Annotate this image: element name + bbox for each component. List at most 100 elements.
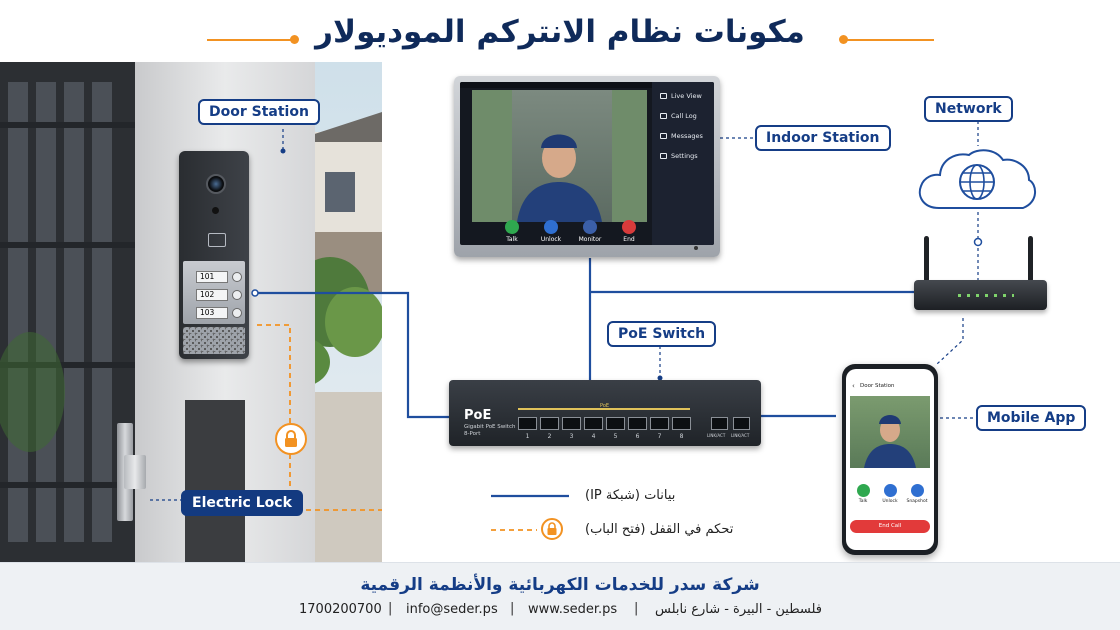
- speaker-grille: [183, 327, 245, 354]
- ethernet-port: [650, 417, 669, 430]
- footer-phone: 1700200700: [299, 602, 382, 617]
- company-name: شركة سدر للخدمات الكهربائية والأنظمة الر…: [360, 575, 760, 595]
- ethernet-port: [540, 417, 559, 430]
- power-led: [694, 246, 698, 250]
- phone-back-icon: ‹: [852, 382, 855, 390]
- call-button-102[interactable]: 102: [196, 289, 228, 301]
- title-dot-left: [290, 35, 299, 44]
- title-dot-right: [839, 35, 848, 44]
- legend-lock-icon: [541, 518, 563, 540]
- label-electric-lock: Electric Lock: [181, 490, 303, 516]
- call-button-101[interactable]: 101: [196, 271, 228, 283]
- phone-action-label: Talk: [858, 499, 868, 504]
- title-rule-left: [207, 39, 294, 41]
- connector-dot: [973, 237, 983, 247]
- menu-item-live-view[interactable]: Live View: [660, 92, 702, 100]
- push-button-icon: [232, 308, 242, 318]
- ethernet-port: [672, 417, 691, 430]
- data-line-door-to-switch: [255, 291, 449, 419]
- menu-item-label: Settings: [671, 152, 698, 160]
- messages-icon: [660, 133, 667, 139]
- video-feed: [472, 90, 647, 222]
- label-network: Network: [924, 96, 1013, 122]
- status-bar: [460, 82, 652, 88]
- uplink-port: [733, 417, 750, 430]
- menu-item-messages[interactable]: Messages: [660, 132, 703, 140]
- footer-address: فلسطين - البيرة - شارع نابلس: [655, 602, 823, 617]
- lock-strike: [124, 455, 146, 489]
- uplink-label: LINK/ACT: [731, 433, 750, 438]
- menu-item-settings[interactable]: Settings: [660, 152, 698, 160]
- smartphone-device: ‹ Door Station Talk Unlock Snapshot End …: [842, 364, 938, 555]
- menu-item-label: Call Log: [671, 112, 697, 120]
- phone-action-unlock[interactable]: Unlock: [880, 484, 900, 504]
- control-label: Unlock: [540, 236, 562, 243]
- door-station-device: 101 102 103: [179, 151, 249, 359]
- phone-video-feed: [850, 396, 930, 468]
- label-door-station: Door Station: [198, 99, 320, 125]
- visitor-image: [472, 90, 647, 222]
- monitor-icon: [583, 220, 597, 234]
- phone-action-talk[interactable]: Talk: [853, 484, 873, 504]
- visitor-image: [864, 415, 916, 468]
- router-device: [914, 280, 1047, 310]
- footer-website[interactable]: www.seder.ps: [528, 602, 618, 617]
- indoor-station-device: Live View Call Log Messages Settings Tal…: [454, 76, 720, 257]
- router-led-bar: [958, 294, 1014, 297]
- phone-action-label: Unlock: [882, 499, 898, 504]
- end-call-button[interactable]: End Call: [850, 520, 930, 533]
- entrance-scene: [0, 62, 382, 562]
- control-monitor[interactable]: Monitor: [570, 220, 610, 243]
- cloud-icon: [918, 149, 1036, 209]
- call-button-103[interactable]: 103: [196, 307, 228, 319]
- menu-item-call-log[interactable]: Call Log: [660, 112, 697, 120]
- footer-separator: |: [510, 601, 515, 616]
- phone-header: Door Station: [860, 383, 895, 389]
- control-end[interactable]: End: [609, 220, 649, 243]
- control-label: Talk: [506, 236, 518, 243]
- footer-email[interactable]: info@seder.ps: [406, 602, 498, 617]
- switch-top-label: PoE: [600, 403, 610, 409]
- port-number: 3: [569, 433, 574, 440]
- camera-lens-icon: [206, 174, 226, 194]
- call-log-icon: [660, 113, 667, 119]
- phone-action-snapshot[interactable]: Snapshot: [905, 484, 929, 504]
- talk-icon: [856, 484, 870, 497]
- connector-dot: [280, 148, 286, 154]
- card-reader-icon: [208, 233, 226, 247]
- port-number: 6: [635, 433, 640, 440]
- ethernet-port: [606, 417, 625, 430]
- unlock-icon: [883, 484, 897, 497]
- title-rule-right: [846, 39, 934, 41]
- label-poe-switch: PoE Switch: [607, 321, 717, 347]
- settings-icon: [660, 153, 667, 159]
- footer: [0, 562, 1120, 630]
- label-indoor-station: Indoor Station: [755, 125, 891, 151]
- indoor-menu: Live View Call Log Messages Settings: [652, 82, 714, 245]
- snapshot-icon: [910, 484, 924, 497]
- ethernet-port: [518, 417, 537, 430]
- menu-item-label: Messages: [671, 132, 703, 140]
- legend-data-text: بيانات (شبكة IP): [585, 488, 676, 503]
- ethernet-port: [562, 417, 581, 430]
- legend-lock-text: تحكم في القفل (فتح الباب): [585, 522, 734, 537]
- call-button-label: 102: [200, 290, 215, 299]
- switch-ports-label: 8-Port: [464, 431, 481, 437]
- unlock-icon: [544, 220, 558, 234]
- control-label: Monitor: [578, 236, 602, 243]
- ethernet-port: [628, 417, 647, 430]
- control-label: End: [623, 236, 635, 243]
- control-unlock[interactable]: Unlock: [531, 220, 571, 243]
- port-number: 1: [525, 433, 530, 440]
- uplink-label: LINK/ACT: [707, 433, 726, 438]
- port-number: 8: [679, 433, 684, 440]
- control-talk[interactable]: Talk: [492, 220, 532, 243]
- port-number: 7: [657, 433, 662, 440]
- port-number: 5: [613, 433, 618, 440]
- sensor-dot-icon: [212, 207, 219, 214]
- call-button-label: 103: [200, 308, 215, 317]
- call-button-label: 101: [200, 272, 215, 281]
